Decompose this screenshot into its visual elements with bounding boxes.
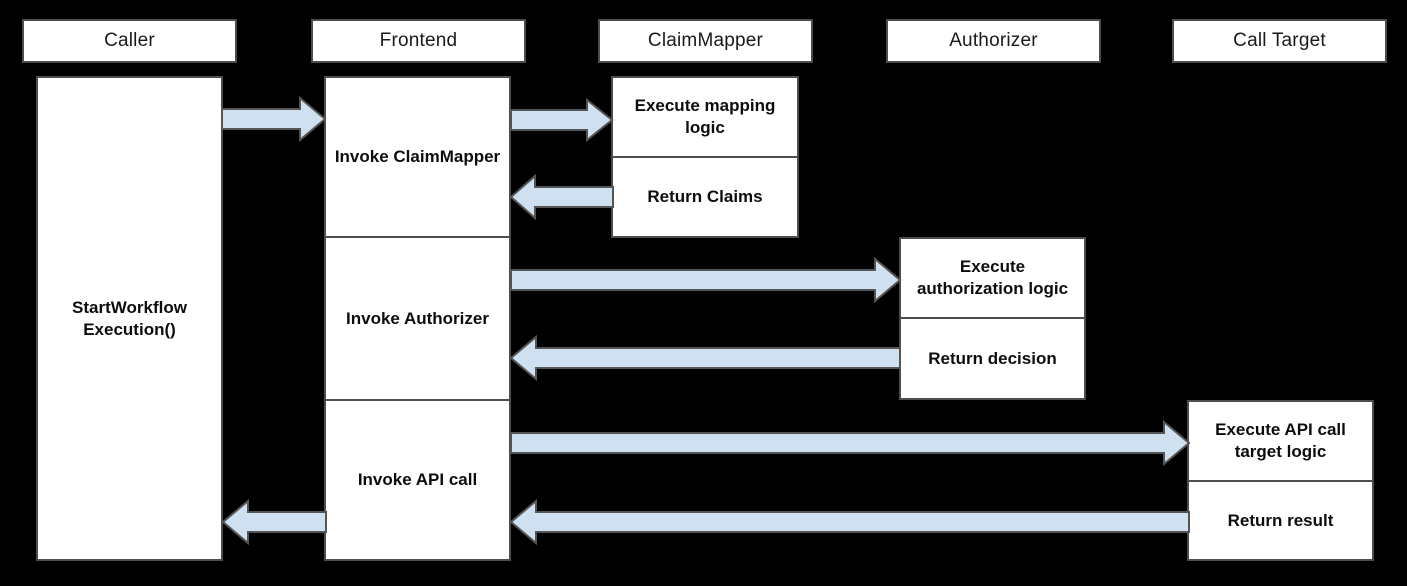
message-arrow-claimmapper-to-frontend[interactable]: [509, 173, 614, 221]
lifeline-header-authorizer-label: Authorizer: [949, 30, 1038, 51]
message-arrow-caller-to-frontend[interactable]: [221, 95, 327, 143]
activation-frontend-invoke-api-call-label: Invoke API call: [357, 470, 478, 490]
activation-calltarget-return-result-label: Return result: [1227, 510, 1334, 530]
lifeline-header-frontend-label: Frontend: [379, 30, 458, 51]
message-arrow-frontend-to-claimmapper[interactable]: [510, 97, 614, 143]
activation-calltarget-execute-api-call-target-logic[interactable]: Execute API call target logic: [1187, 400, 1374, 481]
message-arrow-frontend-to-caller[interactable]: [221, 498, 327, 546]
activation-calltarget-execute-api-call-target-logic-label: Execute API call target logic: [1215, 420, 1346, 461]
lifeline-header-caller-label: Caller: [104, 30, 155, 51]
activation-authorizer-return-decision-label: Return decision: [928, 348, 1057, 368]
activation-calltarget-return-result[interactable]: Return result: [1187, 481, 1374, 561]
lifeline-header-authorizer[interactable]: Authorizer: [886, 19, 1101, 63]
activation-claimmapper-return-claims[interactable]: Return Claims: [611, 157, 799, 238]
activation-claimmapper-execute-mapping-logic[interactable]: Execute mapping logic: [611, 76, 799, 157]
lifeline-header-claimmapper[interactable]: ClaimMapper: [598, 19, 813, 63]
activation-claimmapper-return-claims-label: Return Claims: [647, 187, 763, 207]
lifeline-header-frontend[interactable]: Frontend: [311, 19, 526, 63]
activation-caller-startworkflow-label: StartWorkflow Execution(): [72, 297, 187, 339]
lifeline-header-claimmapper-label: ClaimMapper: [647, 30, 764, 51]
activation-frontend-invoke-claimmapper[interactable]: Invoke ClaimMapper: [324, 76, 511, 237]
message-arrow-frontend-to-calltarget[interactable]: [510, 419, 1191, 467]
message-arrow-calltarget-to-frontend[interactable]: [509, 498, 1190, 546]
activation-frontend-invoke-claimmapper-label: Invoke ClaimMapper: [334, 147, 501, 167]
activation-frontend-invoke-authorizer[interactable]: Invoke Authorizer: [324, 237, 511, 400]
lifeline-header-calltarget[interactable]: Call Target: [1172, 19, 1387, 63]
activation-frontend-invoke-authorizer-label: Invoke Authorizer: [346, 308, 489, 328]
message-arrow-frontend-to-authorizer[interactable]: [510, 256, 902, 304]
activation-authorizer-execute-authorization-logic-label: Execute authorization logic: [916, 257, 1069, 298]
lifeline-header-calltarget-label: Call Target: [1233, 30, 1326, 51]
activation-frontend-invoke-api-call[interactable]: Invoke API call: [324, 400, 511, 561]
activation-claimmapper-execute-mapping-logic-label: Execute mapping logic: [634, 96, 776, 137]
activation-authorizer-execute-authorization-logic[interactable]: Execute authorization logic: [899, 237, 1086, 318]
activation-caller-startworkflow[interactable]: StartWorkflow Execution(): [36, 76, 223, 561]
message-arrow-authorizer-to-frontend[interactable]: [509, 334, 901, 382]
activation-authorizer-return-decision[interactable]: Return decision: [899, 318, 1086, 400]
lifeline-header-caller[interactable]: Caller: [22, 19, 237, 63]
